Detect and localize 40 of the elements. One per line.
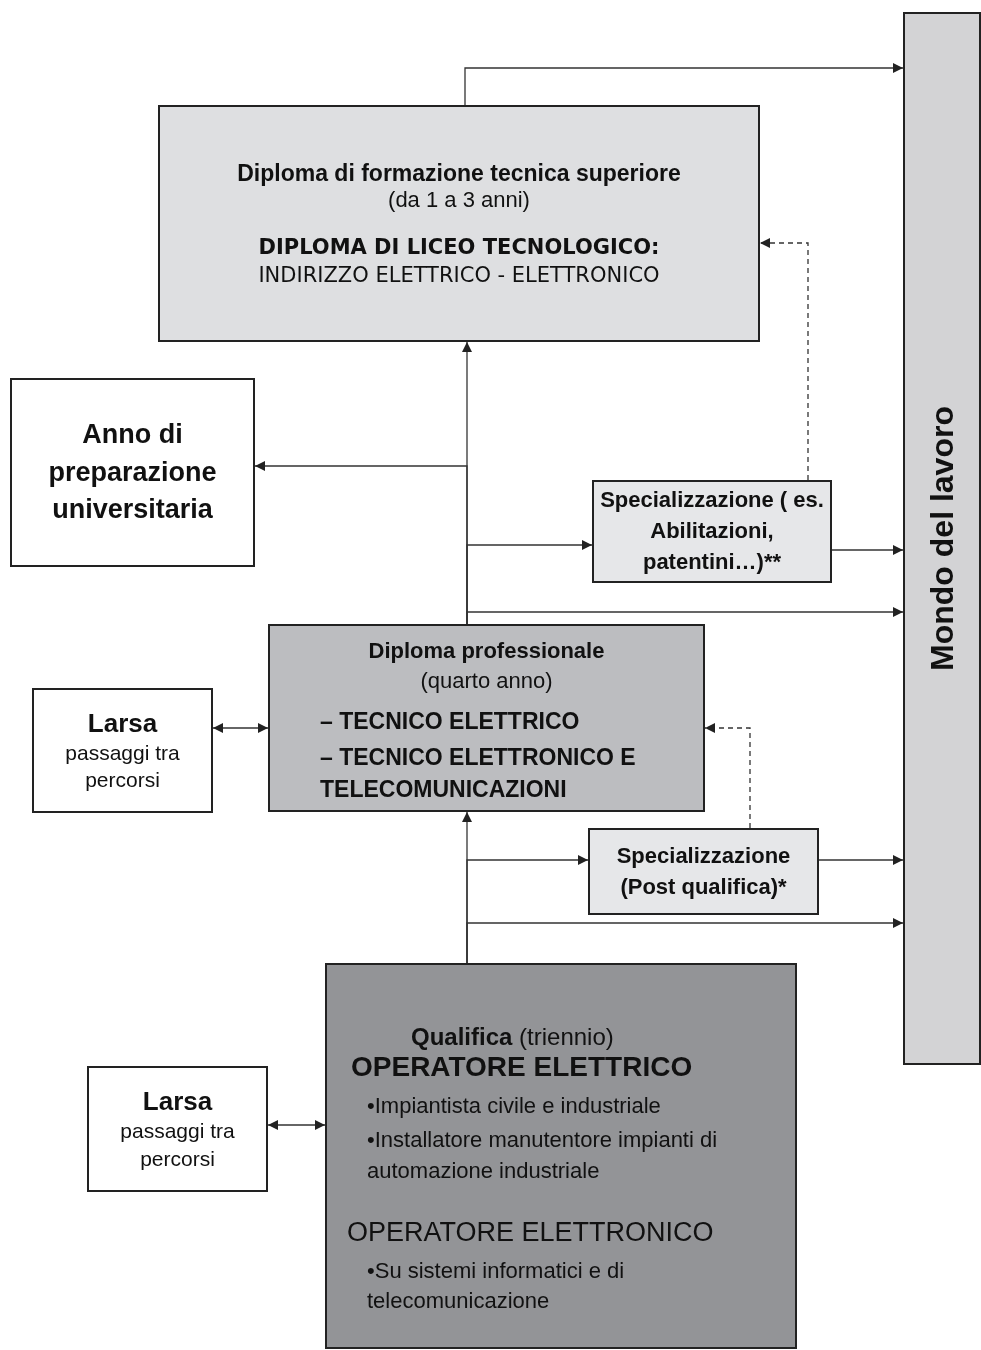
process-box (592, 480, 832, 583)
process-box (268, 624, 705, 812)
arrow (704, 723, 751, 829)
arrow (466, 607, 904, 625)
process-box (87, 1066, 268, 1192)
node-label: (da 1 a 3 anni) (388, 187, 530, 213)
node-label: Larsa (142, 1086, 213, 1118)
process-box (588, 828, 819, 915)
node-label: Larsa (87, 707, 158, 739)
node-label: Diploma di formazione tecnica superiore (237, 160, 681, 187)
node-label: DIPLOMA DI LICEO TECNOLOGICO: (258, 235, 660, 259)
node-label: •Su sistemi informatici e di telecomunicazione (366, 1256, 626, 1316)
arrow (818, 855, 904, 865)
node-label: •Installatore manutentore impianti di automazione industriale (366, 1126, 719, 1185)
node-label: •Impiantista civile e industriale (366, 1093, 661, 1119)
node-label: Specializzazione (Post qualifica)* (615, 841, 792, 901)
arrow (831, 545, 904, 555)
arrow (212, 723, 269, 733)
node-label: (quarto anno) (420, 668, 553, 694)
node-label: – TECNICO ELETTRICO (319, 708, 580, 735)
arrow (466, 918, 904, 964)
process-box (158, 105, 760, 342)
node-label: Anno di preparazione universitaria (47, 417, 218, 527)
node-label: OPERATORE ELETTRONICO (346, 1216, 714, 1248)
node-label: – TECNICO ELETTRONICO E TELECOMUNICAZIONI (319, 743, 637, 805)
arrow (464, 63, 904, 106)
arrow (267, 1120, 326, 1130)
process-box (325, 963, 797, 1349)
arrow (759, 238, 809, 481)
node-label: Qualifica (triennio) (410, 1023, 614, 1051)
node-label: passaggi tra percorsi (119, 1118, 236, 1172)
node-label: Diploma professionale (368, 638, 605, 664)
process-box (10, 378, 255, 567)
node-label: passaggi tra percorsi (64, 739, 181, 793)
node-label: Mondo del lavoro (923, 406, 961, 671)
side-bar (903, 12, 981, 1065)
node-label: Specializzazione ( es. Abilitazioni, patentini…)** (599, 486, 825, 576)
node-label: INDIRIZZO ELETTRICO - ELETTRONICO (258, 263, 660, 287)
node-label: OPERATORE ELETTRICO (350, 1051, 693, 1083)
process-box (32, 688, 213, 813)
